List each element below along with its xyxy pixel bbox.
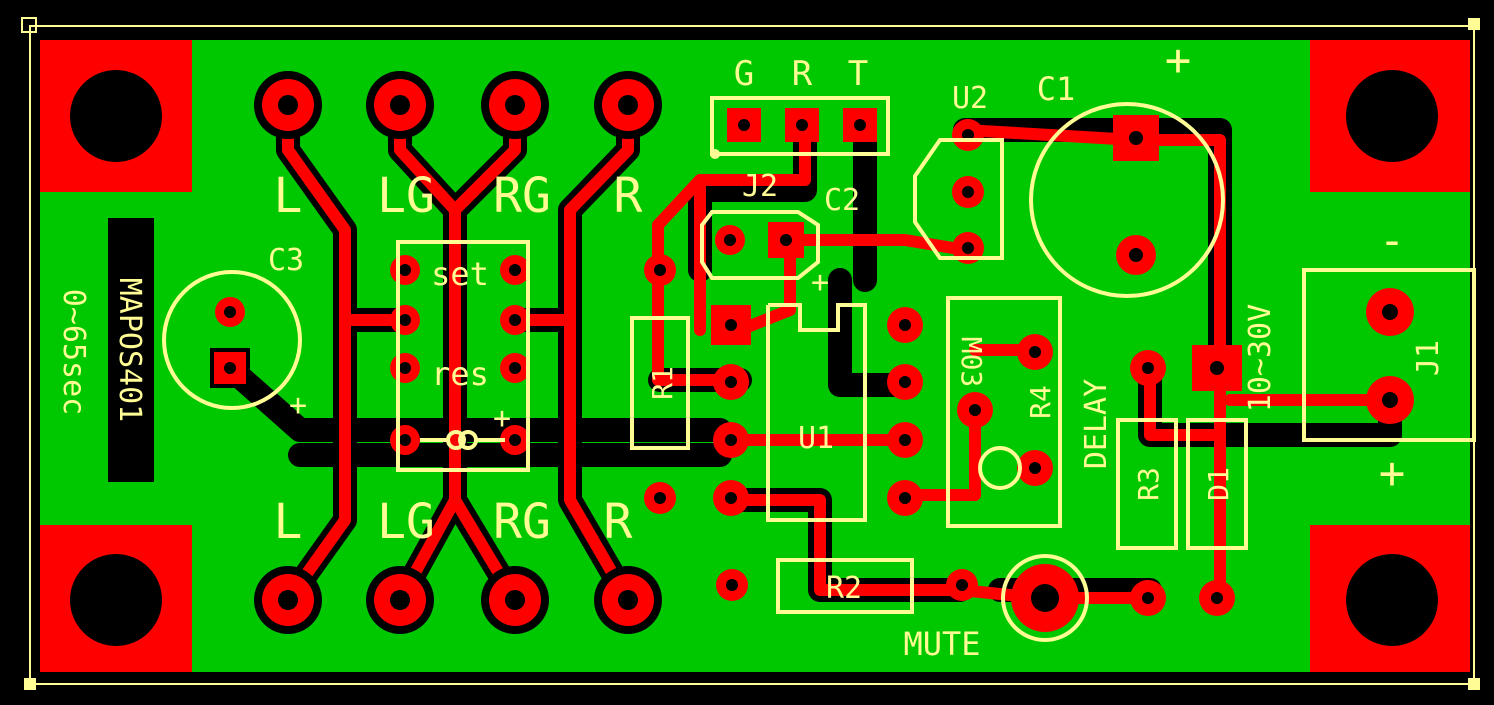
r4-outline <box>946 296 1062 528</box>
label-relay-plus: + <box>493 401 511 436</box>
label-c3: C3 <box>268 243 304 278</box>
corner-marker-bl <box>24 678 36 690</box>
label-r1: R1 <box>646 366 679 400</box>
corner-marker-br <box>1468 678 1480 690</box>
corner-marker-tl <box>21 17 37 33</box>
label-pin-r: R <box>792 54 813 94</box>
label-j1: J1 <box>1411 340 1446 376</box>
label-bottom-lg: LG <box>377 494 435 550</box>
label-mute: MUTE <box>903 625 980 663</box>
label-board-id: MAPOS401 <box>112 278 147 423</box>
label-res: res <box>431 355 489 393</box>
label-top-l: L <box>274 168 303 224</box>
label-j1-plus: + <box>1379 448 1406 499</box>
through-hole-pads <box>210 71 1414 634</box>
pin1-dot <box>710 149 720 159</box>
r3-outline <box>1116 418 1178 550</box>
r1-outline <box>630 316 690 450</box>
label-time: 0~65sec <box>56 289 91 415</box>
label-c2-plus: + <box>811 265 829 300</box>
silkscreen-text: L LG RG R L LG RG R G R T C3 + set res +… <box>56 35 1446 663</box>
label-j1-minus: - <box>1379 215 1406 266</box>
label-pin-t: T <box>848 54 868 94</box>
label-r2: R2 <box>826 571 862 606</box>
j1-outline <box>1302 268 1476 442</box>
label-r4: R4 <box>1024 385 1057 419</box>
label-c1: C1 <box>1037 70 1076 108</box>
label-top-rg: RG <box>493 168 551 224</box>
c1-outline <box>1029 102 1225 298</box>
label-j2: J2 <box>742 169 778 204</box>
label-u1: U1 <box>798 421 834 456</box>
label-c2: C2 <box>824 183 860 218</box>
label-r3: R3 <box>1132 467 1165 501</box>
corner-marker-tr <box>1468 18 1480 30</box>
u2-outline <box>913 138 1004 260</box>
u1-outline <box>766 303 867 522</box>
r2-outline <box>776 558 914 614</box>
board-id-plate <box>108 218 154 482</box>
label-bottom-l: L <box>274 494 303 550</box>
label-top-r: R <box>614 168 643 224</box>
label-pin-g: G <box>734 54 754 94</box>
label-u2: U2 <box>952 81 988 116</box>
d1-outline <box>1186 418 1248 550</box>
label-d1: D1 <box>1202 467 1235 501</box>
label-c1-plus: + <box>1165 35 1192 86</box>
label-bottom-rg: RG <box>493 494 551 550</box>
label-r4-value: M03 <box>955 337 988 388</box>
r4-adjust-ring <box>978 446 1022 490</box>
silkscreen-outlines <box>108 96 1476 642</box>
label-bottom-r: R <box>604 494 633 550</box>
mounting-pads <box>40 40 1470 672</box>
label-voltage: 10~30V <box>1243 304 1278 412</box>
label-set: set <box>431 255 489 293</box>
j2-outline <box>700 210 820 280</box>
label-delay: DELAY <box>1079 379 1114 469</box>
label-top-lg: LG <box>377 168 435 224</box>
relay-outline <box>396 240 530 472</box>
c3-outline <box>162 270 302 410</box>
header-outline <box>710 96 890 156</box>
mute-ring <box>1001 554 1089 642</box>
label-c3-plus: + <box>289 388 307 423</box>
